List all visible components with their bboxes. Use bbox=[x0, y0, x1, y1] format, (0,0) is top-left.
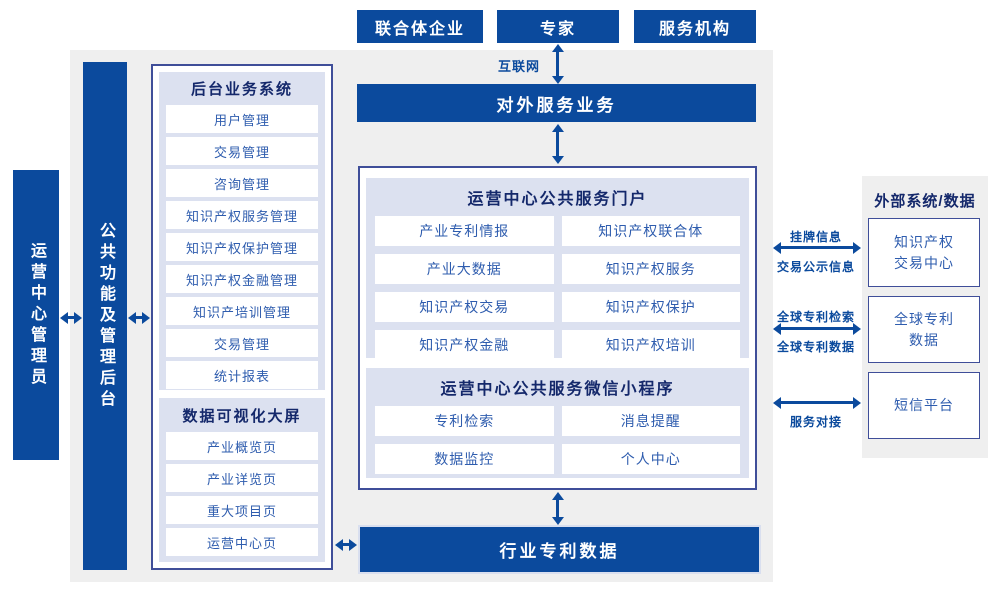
backend-item: 知识产权金融管理 bbox=[166, 265, 318, 293]
backend-vertical-bar: 公共功能及管理后台 bbox=[83, 62, 127, 570]
external-box-line: 交易中心 bbox=[894, 254, 954, 271]
connector-label-listing-info: 挂牌信息 bbox=[789, 230, 842, 244]
actor-box-service-org: 服务机构 bbox=[634, 10, 756, 43]
portal-title: 运营中心公共服务门户 bbox=[467, 191, 648, 208]
external-box-sms-platform: 短信平台 bbox=[868, 372, 980, 439]
backend-system-items: 用户管理 交易管理 咨询管理 知识产权服务管理 知识产权保护管理 知识产权金融管… bbox=[159, 105, 325, 389]
industry-data-bar: 行业专利数据 bbox=[358, 525, 761, 574]
dashboard-item: 重大项目页 bbox=[166, 496, 318, 524]
backend-item: 用户管理 bbox=[166, 105, 318, 133]
external-box-line: 知识产权 bbox=[894, 233, 954, 250]
admin-vertical-bar: 运营中心管理员 bbox=[13, 170, 59, 460]
external-box-ip-trade-center: 知识产权 交易中心 bbox=[868, 218, 980, 287]
miniprogram-section: 运营中心公共服务微信小程序 专利检索 消息提醒 数据监控 个人中心 bbox=[366, 368, 749, 478]
arrow-internet-icon bbox=[551, 44, 564, 84]
portal-item: 知识产权服务 bbox=[561, 254, 740, 284]
dashboard-section: 数据可视化大屏 产业概览页 产业详览页 重大项目页 运营中心页 bbox=[159, 398, 325, 562]
actor-box-consortium: 联合体企业 bbox=[357, 10, 483, 43]
arrow-global-patent-icon bbox=[773, 322, 861, 335]
dashboard-items: 产业概览页 产业详览页 重大项目页 运营中心页 bbox=[159, 432, 325, 556]
left-systems-box: 后台业务系统 用户管理 交易管理 咨询管理 知识产权服务管理 知识产权保护管理 … bbox=[151, 64, 333, 570]
portal-item: 知识产权联合体 bbox=[561, 216, 740, 246]
connector-label-global-patent-search: 全球专利检索 bbox=[776, 310, 855, 324]
arrow-trade-center-icon bbox=[773, 241, 861, 254]
backend-item: 咨询管理 bbox=[166, 169, 318, 197]
dashboard-item: 运营中心页 bbox=[166, 528, 318, 556]
external-systems-title: 外部系统/数据 bbox=[874, 193, 976, 210]
dashboard-item: 产业概览页 bbox=[166, 432, 318, 460]
backend-system-title: 后台业务系统 bbox=[190, 81, 293, 98]
internet-label: 互联网 bbox=[497, 59, 540, 74]
external-box-global-patent-data: 全球专利 数据 bbox=[868, 296, 980, 363]
external-systems-panel: 外部系统/数据 知识产权 交易中心 全球专利 数据 短信平台 bbox=[862, 176, 988, 458]
backend-item: 知识产权服务管理 bbox=[166, 201, 318, 229]
dashboard-item: 产业详览页 bbox=[166, 464, 318, 492]
portal-item: 知识产权金融 bbox=[375, 330, 554, 360]
backend-item: 交易管理 bbox=[166, 137, 318, 165]
miniprogram-title: 运营中心公共服务微信小程序 bbox=[440, 381, 675, 398]
backend-system-section: 后台业务系统 用户管理 交易管理 咨询管理 知识产权服务管理 知识产权保护管理 … bbox=[159, 72, 325, 390]
portal-item: 产业专利情报 bbox=[375, 216, 554, 246]
miniprogram-items: 专利检索 消息提醒 数据监控 个人中心 bbox=[375, 406, 740, 474]
backend-item: 知识产培训管理 bbox=[166, 297, 318, 325]
portal-item: 产业大数据 bbox=[375, 254, 554, 284]
external-box-line: 短信平台 bbox=[894, 397, 954, 413]
backend-item: 交易管理 bbox=[166, 329, 318, 357]
actor-box-expert: 专家 bbox=[497, 10, 619, 43]
connector-label-global-patent-data: 全球专利数据 bbox=[776, 340, 855, 354]
external-box-line: 数据 bbox=[909, 331, 939, 348]
external-service-bar: 对外服务业务 bbox=[357, 84, 756, 122]
arrow-sms-platform-icon bbox=[773, 396, 861, 409]
dashboard-title: 数据可视化大屏 bbox=[182, 408, 302, 425]
miniprogram-item: 消息提醒 bbox=[561, 406, 740, 436]
connector-label-trade-publicity: 交易公示信息 bbox=[776, 260, 855, 274]
portal-item: 知识产权交易 bbox=[375, 292, 554, 322]
external-box-line: 全球专利 bbox=[894, 310, 954, 327]
miniprogram-item: 数据监控 bbox=[375, 444, 554, 474]
connector-label-service-docking: 服务对接 bbox=[789, 415, 842, 429]
arrow-service-to-portal-icon bbox=[551, 124, 564, 164]
arrow-admin-backend-icon bbox=[60, 311, 82, 324]
portal-section: 运营中心公共服务门户 产业专利情报 知识产权联合体 产业大数据 知识产权服务 知… bbox=[366, 178, 749, 360]
backend-item: 统计报表 bbox=[166, 361, 318, 389]
portal-items: 产业专利情报 知识产权联合体 产业大数据 知识产权服务 知识产权交易 知识产权保… bbox=[375, 216, 740, 360]
miniprogram-item: 专利检索 bbox=[375, 406, 554, 436]
center-services-box: 运营中心公共服务门户 产业专利情报 知识产权联合体 产业大数据 知识产权服务 知… bbox=[358, 166, 757, 490]
arrow-backend-leftbox-icon bbox=[128, 311, 150, 324]
arrow-miniprogram-industry-icon bbox=[551, 492, 564, 525]
portal-item: 知识产权保护 bbox=[561, 292, 740, 322]
miniprogram-item: 个人中心 bbox=[561, 444, 740, 474]
backend-item: 知识产权保护管理 bbox=[166, 233, 318, 261]
portal-item: 知识产权培训 bbox=[561, 330, 740, 360]
arrow-dashboard-industry-icon bbox=[335, 538, 357, 551]
